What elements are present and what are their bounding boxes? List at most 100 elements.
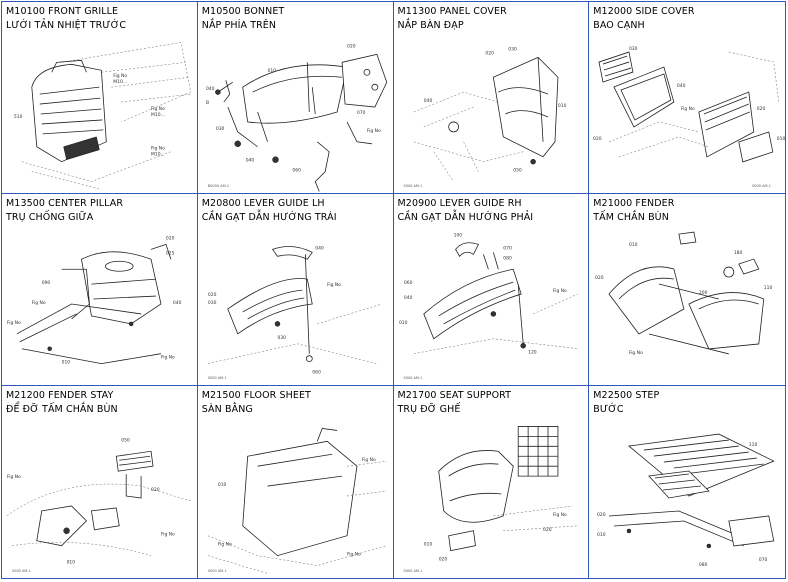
catalog-cell-fender-stay[interactable]: M21200 FENDER STAY ĐỂ ĐỠ TẤM CHẮN BÙN Fi… [2, 386, 198, 578]
svg-text:040: 040 [206, 86, 215, 92]
svg-text:080: 080 [503, 255, 512, 261]
svg-text:110: 110 [764, 285, 773, 291]
catalog-cell-lever-guide-lh[interactable]: M20800 LEVER GUIDE LH CẦN GẠT DẪN HƯỚNG … [197, 194, 394, 386]
part-name-vn: CẦN GẠT DẪN HƯỚNG TRÁI [201, 212, 337, 223]
part-name-vn: ĐỂ ĐỠ TẤM CHẮN BÙN [6, 404, 118, 415]
svg-text:050: 050 [513, 168, 522, 174]
svg-text:020: 020 [595, 275, 604, 281]
part-name-vn: TRỤ CHỐNG GIỮA [6, 212, 94, 223]
svg-text:040: 040 [315, 245, 324, 251]
part-code: M13500 CENTER PILLAR [6, 198, 124, 209]
svg-text:Fig No: Fig No [151, 106, 165, 112]
part-code: M20800 LEVER GUIDE LH [201, 198, 325, 209]
svg-text:Fig No: Fig No [681, 106, 695, 112]
svg-text:Fig No: Fig No [362, 457, 376, 463]
svg-text:030: 030 [277, 335, 286, 341]
svg-text:Fig No: Fig No [347, 552, 361, 558]
svg-text:020: 020 [166, 235, 175, 241]
part-name-vn: SÀN BẰNG [201, 404, 253, 415]
svg-text:070: 070 [503, 245, 512, 251]
svg-text:020: 020 [543, 527, 552, 533]
svg-text:010: 010 [557, 103, 566, 109]
svg-text:020: 020 [208, 292, 217, 298]
part-code: M22500 STEP [593, 390, 660, 401]
svg-text:Fig No: Fig No [218, 542, 232, 548]
svg-text:010: 010 [777, 136, 785, 142]
svg-text:040: 040 [403, 295, 412, 301]
svg-text:020: 020 [593, 136, 602, 142]
svg-text:020: 020 [151, 487, 160, 493]
svg-text:Fig No: Fig No [629, 350, 643, 356]
part-name-vn: BƯỚC [593, 404, 624, 415]
catalog-cell-center-pillar[interactable]: M13500 CENTER PILLAR TRỤ CHỐNG GIỮA 020 0… [2, 194, 198, 386]
svg-text:040: 040 [423, 98, 432, 104]
catalog-cell-lever-guide-rh[interactable]: M20900 LEVER GUIDE RH CẦN GẠT DẪN HƯỚNG … [393, 194, 590, 386]
part-code: M21200 FENDER STAY [6, 390, 114, 401]
part-code: M10100 FRONT GRILLE [6, 6, 119, 17]
svg-text:080: 080 [699, 562, 708, 568]
svg-text:Fig No: Fig No [7, 474, 21, 480]
svg-text:Fig No: Fig No [161, 355, 175, 361]
svg-text:020: 020 [757, 106, 766, 112]
svg-text:010: 010 [629, 242, 638, 248]
svg-text:020: 020 [347, 43, 356, 49]
svg-text:Fig No: Fig No [552, 288, 566, 294]
svg-text:010: 010 [62, 360, 71, 366]
svg-text:020: 020 [485, 50, 494, 56]
part-code: M21700 SEAT SUPPORT [397, 390, 512, 401]
part-code: M11300 PANEL COVER [397, 6, 507, 17]
svg-text:110: 110 [749, 442, 758, 448]
svg-text:010: 010 [267, 68, 276, 74]
lever-guide-lh-diagram: 020 030 040 Fig No 030 060 [207, 245, 382, 376]
part-name-vn: NẮP PHÍA TRÊN [201, 20, 277, 31]
svg-text:030: 030 [216, 126, 225, 132]
part-name-vn: TẤM CHẮN BÙN [593, 212, 669, 223]
svg-text:510: 510 [14, 114, 23, 120]
svg-text:B: B [206, 100, 209, 106]
part-name-vn: NẮP BÀN ĐẠP [397, 20, 464, 31]
part-code: M10500 BONNET [201, 6, 285, 17]
catalog-cell-fender[interactable]: M21000 FENDER TẤM CHẮN BÙN 020 010 180 110… [589, 194, 785, 386]
svg-text:180: 180 [734, 250, 743, 256]
svg-text:060: 060 [312, 370, 321, 376]
part-code: M20900 LEVER GUIDE RH [397, 198, 522, 209]
svg-text:M10...: M10... [113, 79, 127, 85]
svg-text:060: 060 [403, 280, 412, 286]
svg-text:Fig No: Fig No [367, 128, 381, 134]
svg-text:Fig No: Fig No [552, 512, 566, 518]
catalog-cell-front-grille[interactable]: M10100 FRONT GRILLE LƯỚI TẢN NHIỆT TRƯỚC… [2, 2, 198, 194]
svg-text:Fig No: Fig No [7, 320, 21, 326]
svg-text:100: 100 [453, 232, 462, 238]
svg-text:Fig No: Fig No [32, 300, 46, 306]
svg-text:Fig No: Fig No [327, 282, 341, 288]
svg-text:040: 040 [245, 158, 254, 164]
svg-text:010: 010 [597, 532, 606, 538]
svg-text:070: 070 [759, 557, 768, 563]
svg-text:Fig No: Fig No [161, 532, 175, 538]
part-code: M12000 SIDE COVER [593, 6, 695, 17]
svg-text:M10...: M10... [151, 112, 165, 118]
svg-text:Fig No: Fig No [151, 146, 165, 152]
svg-text:010: 010 [423, 542, 432, 548]
svg-text:070: 070 [357, 110, 366, 116]
svg-text:030: 030 [208, 300, 217, 306]
part-code: M21000 FENDER [593, 198, 675, 209]
svg-text:120: 120 [528, 350, 537, 356]
svg-text:Fig No: Fig No [113, 73, 127, 79]
